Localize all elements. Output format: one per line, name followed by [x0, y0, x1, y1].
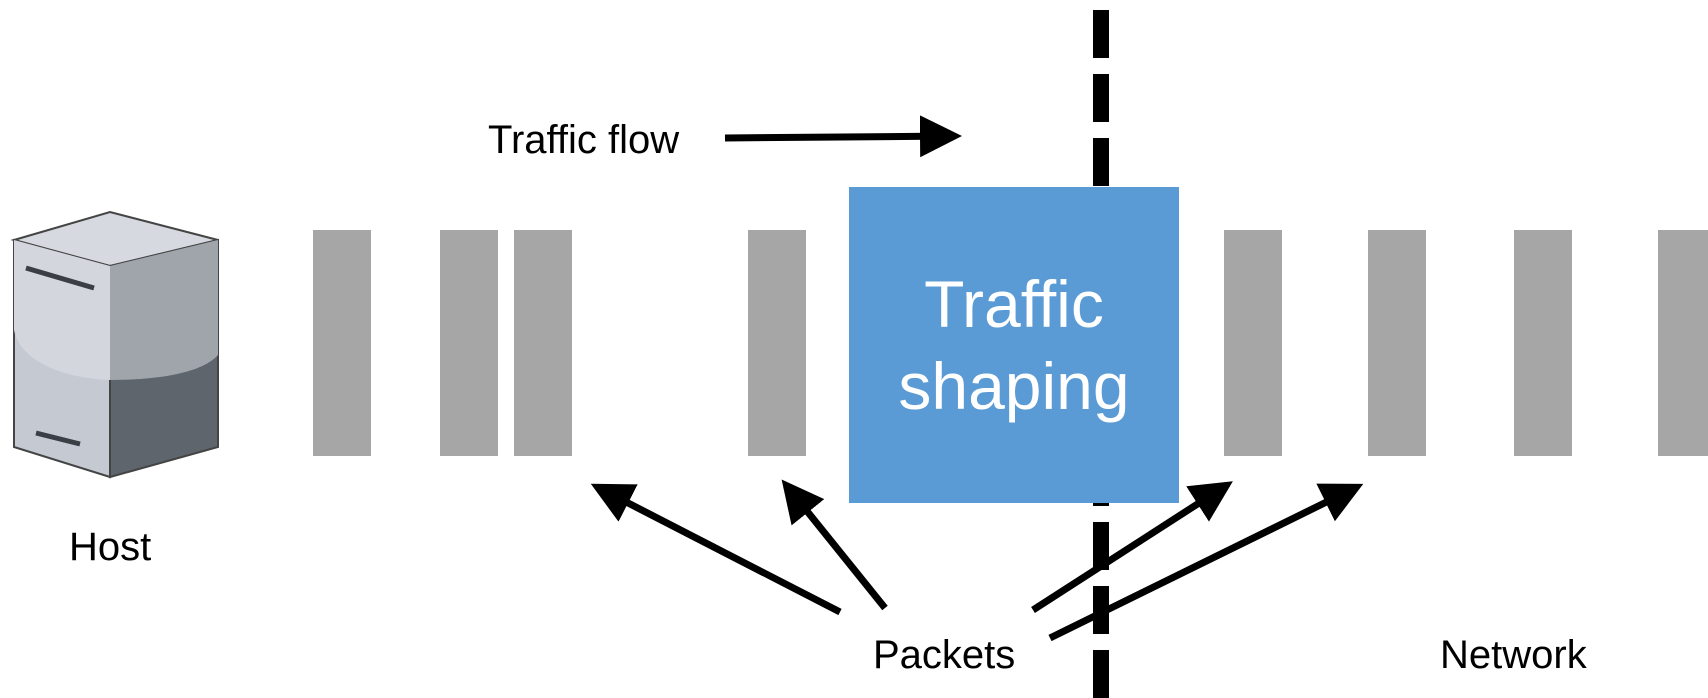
traffic-shaping-box: Traffic shaping [849, 187, 1179, 503]
traffic-shaping-label-line2: shaping [898, 349, 1130, 423]
packets-label: Packets [873, 633, 1016, 677]
packet [313, 230, 371, 456]
server-tower-icon [10, 210, 219, 479]
packet-pointer-arrow [1048, 483, 1364, 642]
network-label: Network [1440, 633, 1587, 677]
packet-pointer-arrow [1031, 481, 1233, 613]
packet [1224, 230, 1282, 456]
packet [514, 230, 572, 456]
traffic-flow-arrow [724, 115, 962, 158]
traffic-shaping-label-line1: Traffic [924, 266, 1104, 341]
packet [748, 230, 806, 456]
traffic-flow-label: Traffic flow [488, 118, 680, 162]
packet [1368, 230, 1426, 456]
packet [1514, 230, 1572, 456]
packet [440, 230, 498, 456]
packet-pointer-arrow [590, 483, 842, 616]
packet [1658, 230, 1708, 456]
host-label: Host [69, 525, 152, 569]
packet-pointer-arrow [781, 479, 888, 611]
